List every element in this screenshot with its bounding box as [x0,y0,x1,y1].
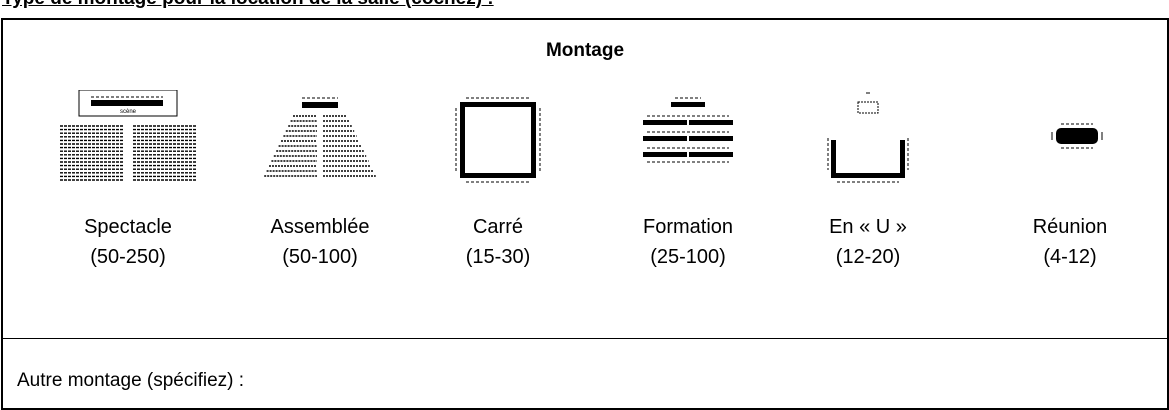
option-spectacle[interactable]: scène Spectacle (50-250) [43,90,213,272]
montage-title: Montage [545,40,625,61]
desk [643,152,687,157]
stage-label: scène [120,109,137,115]
form-divider [3,338,1167,339]
option-name: Réunion [1032,216,1108,238]
section-heading-crop: Type de montage pour la location de la s… [0,0,700,10]
theatre-layout-icon: scène [60,90,196,181]
option-name: Assemblée [270,216,370,238]
section-heading: Type de montage pour la location de la s… [2,0,494,10]
other-layout-label: Autre montage (spécifiez) : [17,370,245,391]
option-formation[interactable]: Formation (25-100) [603,90,773,272]
option-carre[interactable]: Carré (15-30) [413,90,583,272]
option-name: Carré [472,216,523,238]
option-reunion[interactable]: Réunion (4-12) [985,90,1155,272]
desk [689,120,733,125]
assembly-layout-icon [264,97,376,177]
boardroom-layout-icon [1051,123,1103,149]
desk [643,120,687,125]
u-shape-layout-icon [827,92,909,183]
classroom-layout-icon [643,97,733,163]
desk [689,152,733,157]
desk [643,136,687,141]
option-range: (50-100) [282,246,358,268]
montage-form: Montage scène Spectacle (50-250) Assembl… [1,18,1169,410]
desk-rows [643,115,733,163]
option-range: (12-20) [835,246,901,268]
option-range: (4-12) [1043,246,1097,268]
option-range: (25-100) [650,246,726,268]
option-assemblee[interactable]: Assemblée (50-100) [235,90,405,272]
audience-rows [60,125,196,181]
option-range: (15-30) [465,246,531,268]
square-layout-icon [455,97,541,183]
option-name: En « U » [829,216,907,238]
option-name: Spectacle [84,216,172,238]
option-name: Formation [642,216,734,238]
option-range: (50-250) [90,246,166,268]
option-en-u[interactable]: En « U » (12-20) [783,90,953,272]
audience-rows [264,115,376,177]
desk [689,136,733,141]
